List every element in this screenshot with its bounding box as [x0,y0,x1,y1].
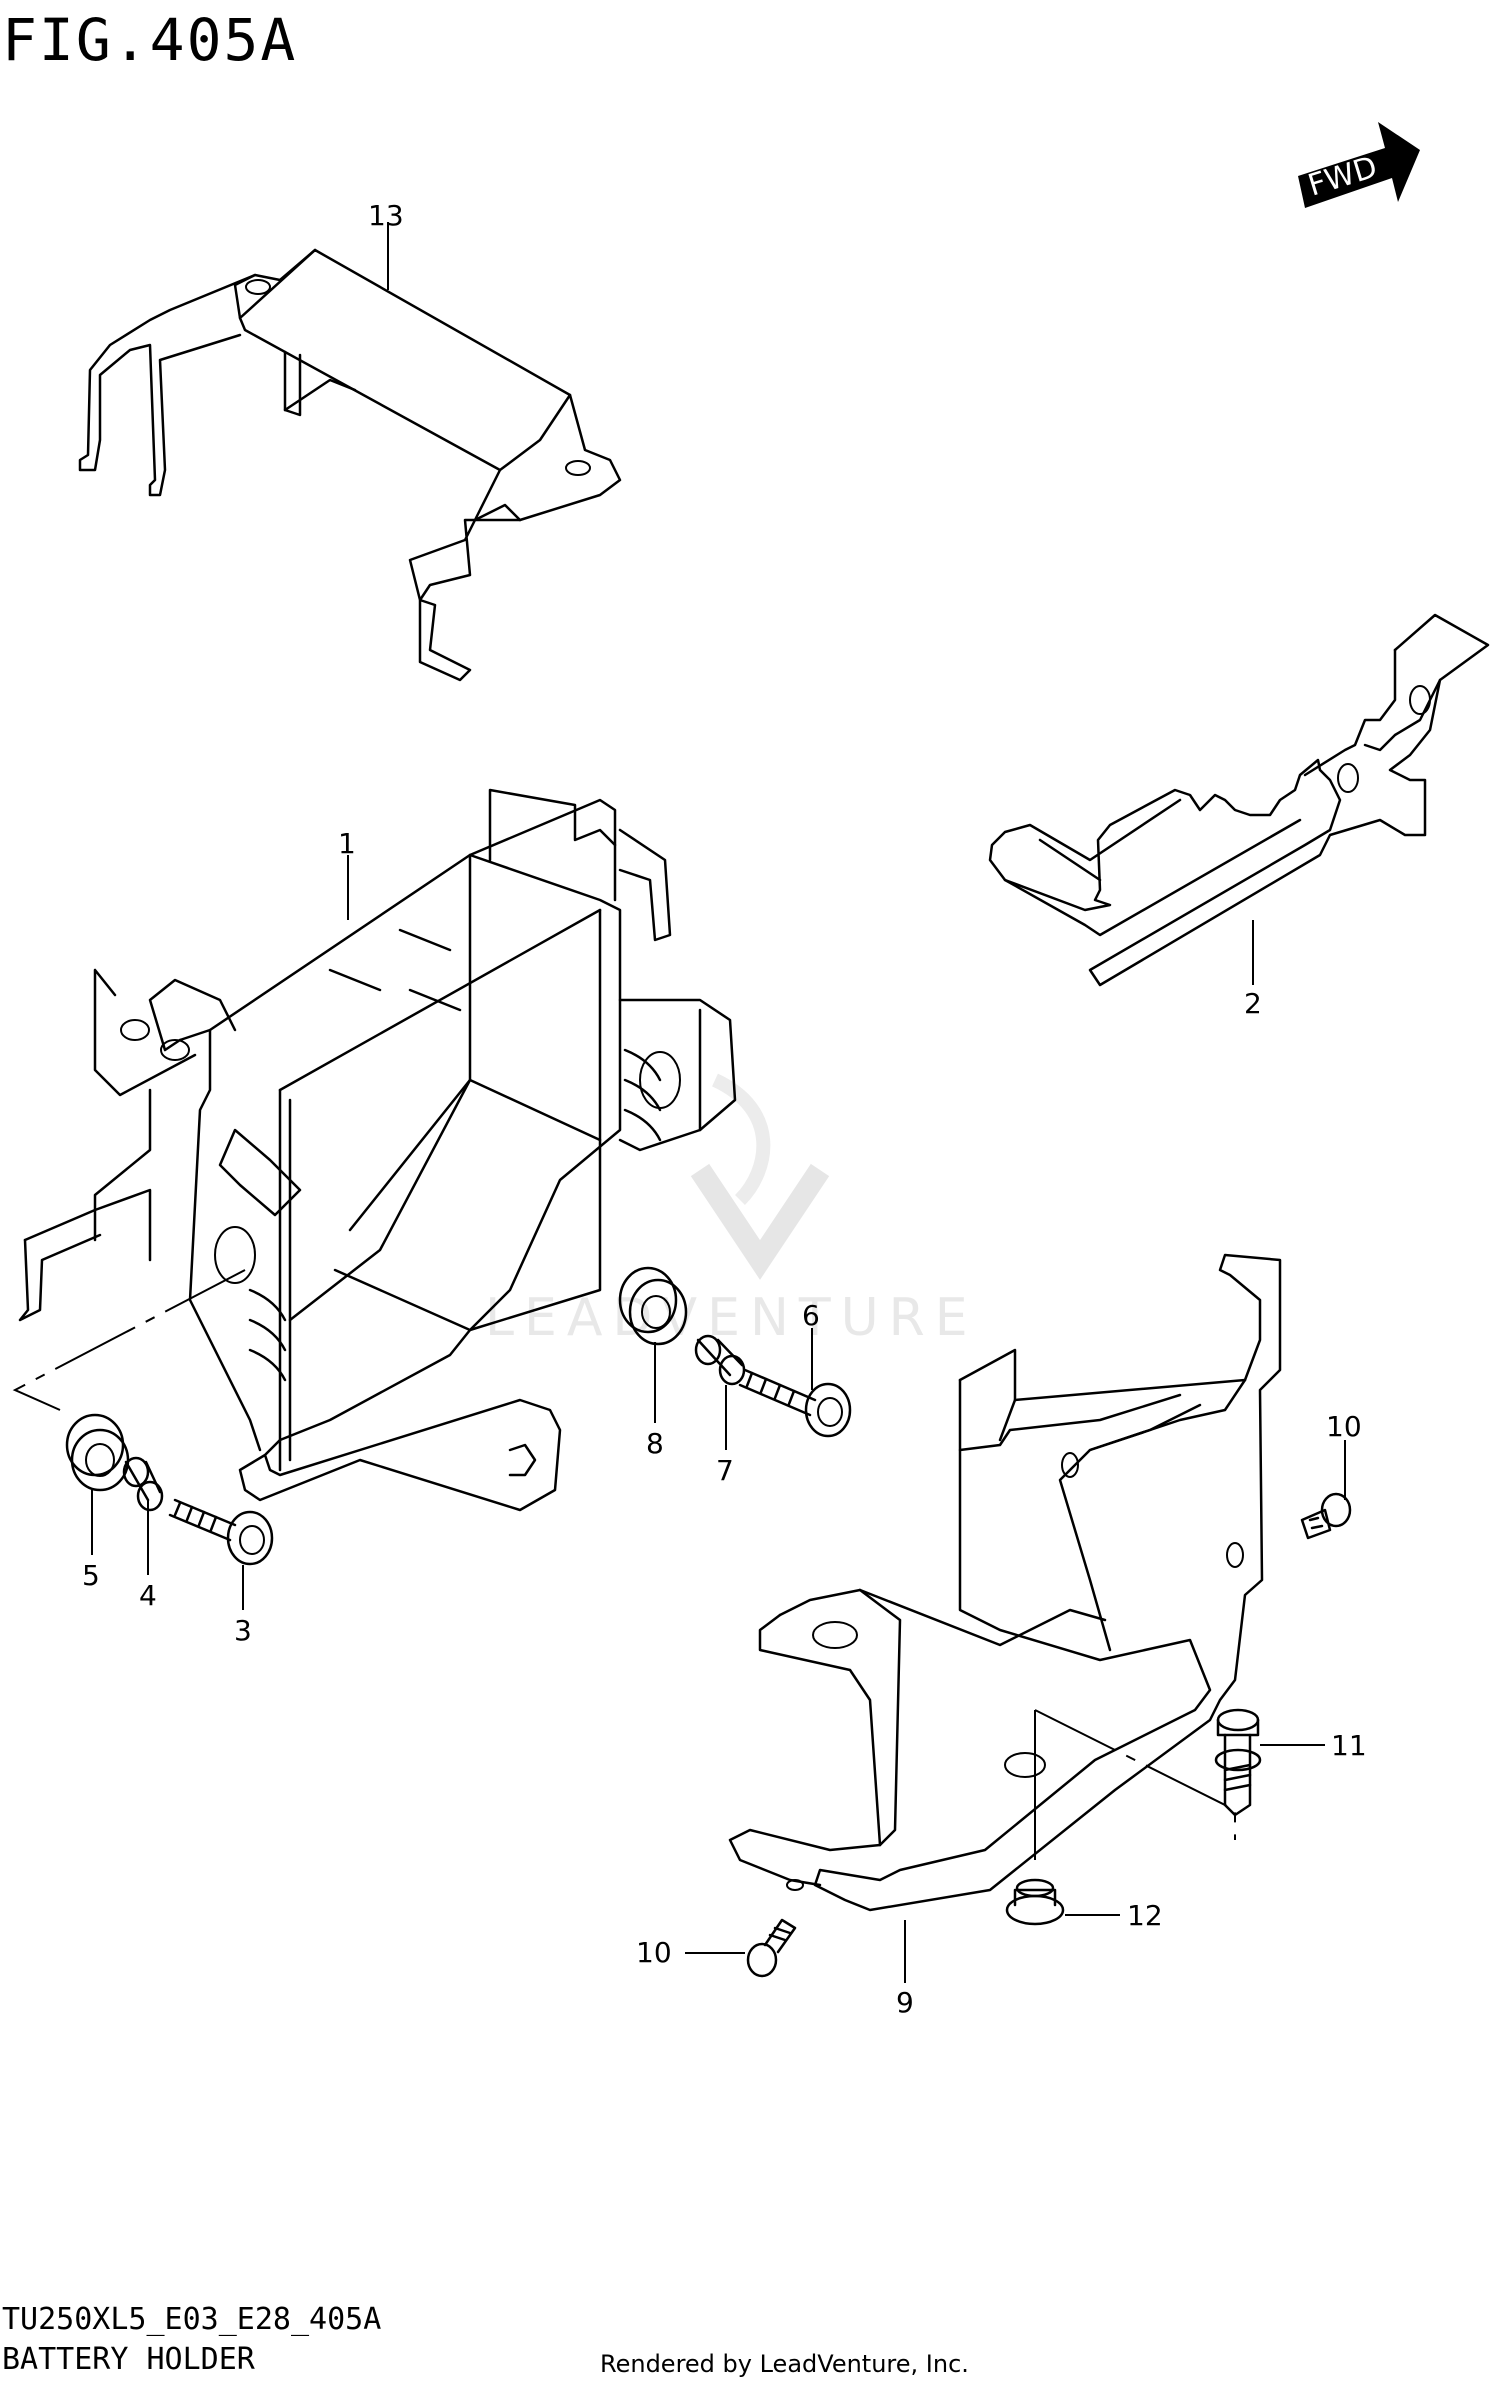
callout-9: 9 [896,1986,914,2019]
holder-plate-9 [728,1253,1282,1912]
leadventure-watermark: LEADVENTURE [485,1073,978,1348]
callout-13: 13 [368,199,404,232]
callout-6: 6 [802,1299,820,1332]
callout-10-lower: 10 [636,1936,672,1969]
bolt-10-lower [746,1918,797,1978]
bolt-6 [738,1368,852,1438]
model-code: TU250XL5_E03_E28_405A [2,2302,382,2337]
alignment-lines [12,1269,1236,1860]
grommet-5 [65,1413,130,1492]
leader-lines [91,222,1346,1983]
callout-5: 5 [82,1559,100,1592]
collar-4 [122,1456,164,1512]
cover-bracket-13 [78,248,622,682]
callout-11: 11 [1331,1729,1367,1762]
callout-7: 7 [716,1454,734,1487]
battery-case-1 [18,788,737,1512]
callout-2: 2 [1244,987,1262,1020]
figure-title: FIG.405A [2,6,298,74]
bracket-2 [988,613,1490,987]
fwd-label: FWD [1304,150,1381,204]
nut-12 [1005,1878,1065,1926]
callout-12: 12 [1127,1899,1163,1932]
callout-3: 3 [234,1614,252,1647]
callout-8: 8 [646,1427,664,1460]
callout-4: 4 [139,1579,157,1612]
diagram-caption: BATTERY HOLDER [2,2342,255,2377]
watermark-text: LEADVENTURE [485,1288,978,1348]
callout-10-upper: 10 [1326,1410,1362,1443]
bolt-10-upper [1300,1492,1352,1540]
callout-1: 1 [338,827,356,860]
fwd-arrow-badge: FWD [1298,122,1420,208]
bolt-11 [1214,1708,1262,1817]
grommet-8 [618,1266,688,1346]
render-credit: Rendered by LeadVenture, Inc. [600,2350,969,2378]
bolt-3 [168,1498,274,1566]
